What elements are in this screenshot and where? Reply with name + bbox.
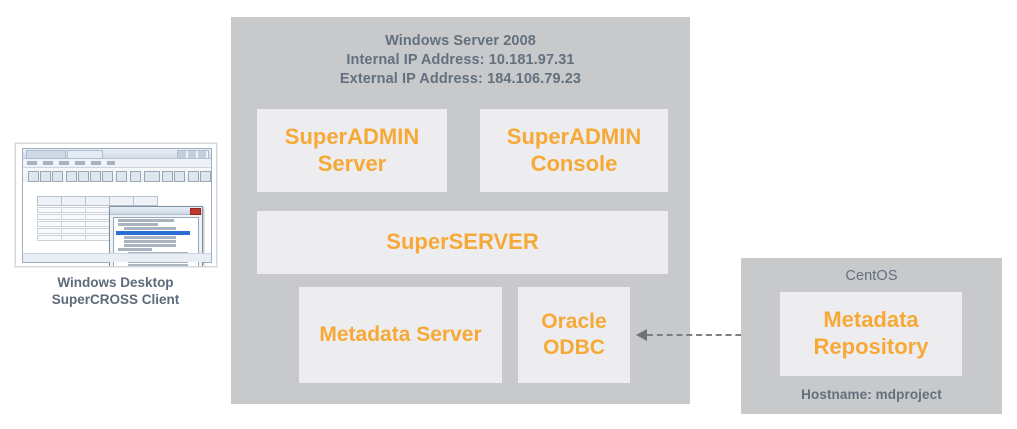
connector-dashed-line [647, 334, 761, 336]
arrow-left-icon [636, 329, 647, 341]
toolbar-icon-10 [143, 171, 160, 182]
component-superserver[interactable]: SuperSERVER [257, 211, 668, 274]
toolbar-icon-7 [101, 171, 113, 182]
windows-server-title-line-1: Windows Server 2008 [385, 33, 536, 49]
mini-window-controls [176, 150, 209, 159]
mini-window-toolbar [22, 168, 211, 186]
client-caption-line-2: SuperCROSS Client [51, 292, 180, 307]
mini-grid-header-cell [60, 196, 86, 206]
metadata-repository-label-line-1: Metadata [823, 307, 919, 333]
toolbar-icon-1 [27, 171, 39, 182]
centos-container: CentOS Metadata Repository Hostname: mdp… [741, 258, 1002, 414]
superadmin-server-label-line-2: Server [317, 150, 387, 176]
mini-window-tab-secondary [66, 150, 103, 159]
component-superadmin-console[interactable]: SuperADMIN Console [480, 109, 668, 192]
toolbar-icon-12 [173, 171, 185, 182]
oracle-odbc-label-line-2: ODBC [543, 336, 605, 359]
superadmin-console-label-line-1: SuperADMIN [506, 123, 642, 149]
client-caption-line-1: Windows Desktop [57, 275, 174, 290]
mini-grid-header-row [36, 196, 158, 206]
component-superadmin-server[interactable]: SuperADMIN Server [257, 109, 447, 192]
metadata-server-label: Metadata Server [319, 323, 482, 347]
close-icon [189, 208, 201, 215]
component-oracle-odbc[interactable]: Oracle ODBC [518, 287, 630, 383]
windows-desktop-client-node: Windows Desktop SuperCROSS Client [8, 143, 223, 308]
metadata-repository-label-line-2: Repository [813, 334, 929, 359]
mini-grid-header-cell [132, 196, 158, 206]
mini-grid-header-cell [84, 196, 110, 206]
oracle-odbc-label-line-1: Oracle [541, 310, 607, 334]
toolbar-icon-9 [129, 171, 141, 182]
mini-grid-header-cell [36, 196, 62, 206]
mini-window-tab-primary [25, 150, 66, 159]
mini-application-window [21, 148, 212, 266]
mini-window-workspace [22, 182, 211, 266]
mini-dialog-selected-item [115, 231, 190, 235]
superadmin-console-label-line-2: Console [530, 150, 618, 176]
mini-window-titlebar [22, 149, 211, 159]
superserver-label: SuperSERVER [386, 229, 539, 255]
windows-server-title-line-3: External IP Address: 184.106.79.23 [339, 71, 582, 87]
mini-dialog-titlebar [109, 207, 202, 215]
centos-hostname: Hostname: mdproject [801, 387, 942, 402]
mini-grid-header-cell [108, 196, 134, 206]
toolbar-icon-13 [187, 171, 199, 182]
windows-server-title-line-2: Internal IP Address: 10.181.97.31 [346, 52, 575, 68]
toolbar-icon-8 [115, 171, 127, 182]
toolbar-icon-4 [65, 171, 77, 182]
toolbar-icon-11 [161, 171, 173, 182]
toolbar-icon-14 [199, 171, 211, 182]
component-metadata-repository[interactable]: Metadata Repository [780, 292, 962, 376]
centos-title: CentOS [845, 268, 898, 284]
toolbar-icon-2 [39, 171, 51, 182]
toolbar-icon-3 [51, 171, 63, 182]
toolbar-icon-6 [89, 171, 101, 182]
mini-window-menubar [22, 159, 211, 168]
toolbar-icon-5 [77, 171, 89, 182]
client-caption: Windows Desktop SuperCROSS Client [8, 274, 223, 308]
component-metadata-server[interactable]: Metadata Server [299, 287, 502, 383]
superadmin-server-label-line-1: SuperADMIN [284, 123, 420, 149]
windows-server-2008-container: Windows Server 2008 Internal IP Address:… [231, 17, 690, 404]
mini-window-statusbar [22, 253, 211, 262]
supercross-client-screenshot-thumbnail [14, 143, 217, 267]
